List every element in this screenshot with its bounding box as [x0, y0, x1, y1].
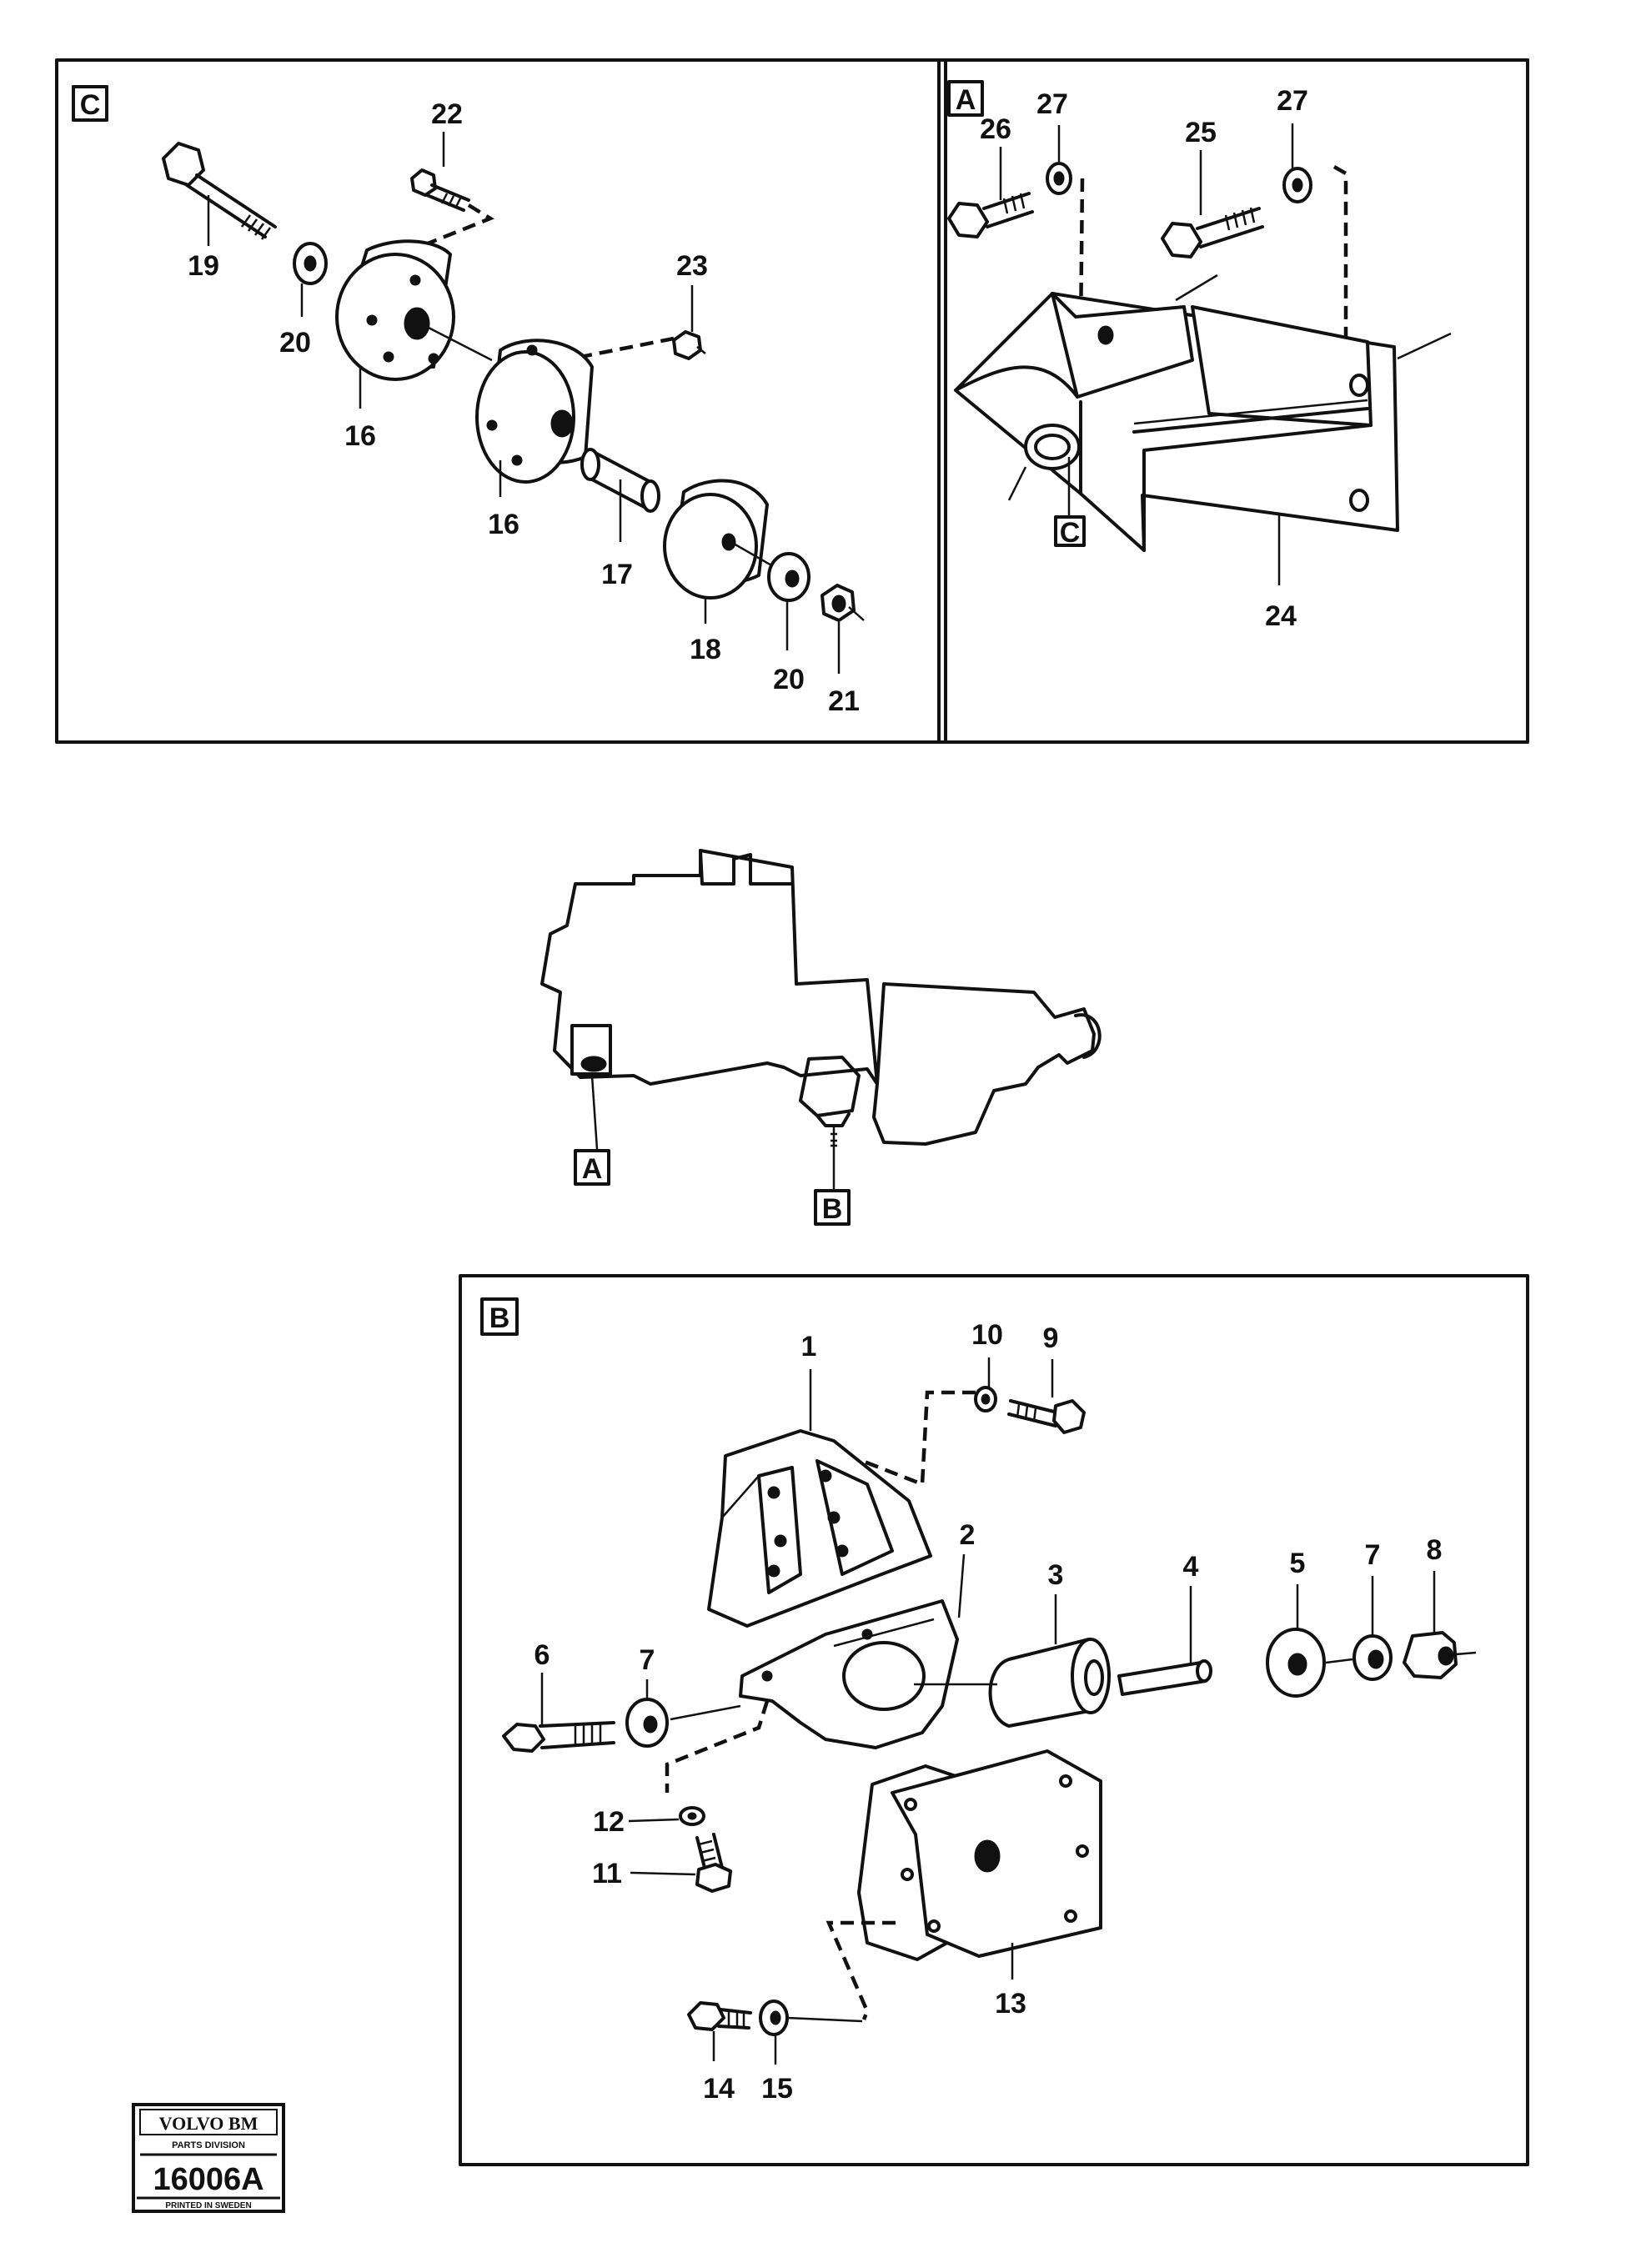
washer-15 — [759, 2000, 789, 2036]
logo-number: 16006A — [153, 2162, 263, 2197]
volvo-bm-logo: VOLVO BM PARTS DIVISION 16006A PRINTED I… — [132, 2103, 285, 2213]
axis-b3 — [1455, 1651, 1477, 1656]
nut-23 — [672, 330, 706, 360]
callout-21: 21 — [828, 685, 860, 717]
overview-b-label: B — [822, 1193, 843, 1225]
callout-27a: 27 — [1036, 88, 1068, 120]
logo-division: PARTS DIVISION — [172, 2140, 245, 2150]
panel-a-sub-box — [1054, 515, 1086, 547]
logo-brand: VOLVO BM — [159, 2113, 258, 2134]
callout-3: 3 — [1048, 1559, 1064, 1591]
washer-27-right — [1282, 167, 1312, 203]
screw-9 — [1007, 1399, 1086, 1434]
callout-15: 15 — [761, 2073, 793, 2105]
screw-11 — [695, 1833, 732, 1893]
callout-17: 17 — [601, 559, 633, 590]
leader-overview-a — [590, 1075, 599, 1150]
bolt-25 — [1161, 207, 1264, 258]
panel-a: A — [937, 58, 1529, 744]
callout-23: 23 — [676, 250, 708, 282]
callout-20b: 20 — [773, 664, 805, 695]
callout-25: 25 — [1185, 117, 1217, 148]
callout-6: 6 — [534, 1639, 550, 1671]
callout-14: 14 — [703, 2073, 735, 2105]
rubber-mount-16-lower — [475, 339, 594, 484]
callout-10: 10 — [971, 1319, 1003, 1351]
callout-13: 13 — [995, 1988, 1026, 2020]
callout-20: 20 — [279, 327, 311, 359]
panel-c: C — [55, 58, 947, 744]
panel-c-frame — [55, 58, 947, 744]
bolt-6 — [502, 1721, 615, 1753]
washer-20-lower — [767, 552, 810, 602]
washer-27-left — [1046, 162, 1072, 195]
cushion-18 — [663, 479, 769, 600]
callout-5: 5 — [1290, 1548, 1306, 1579]
nut-8 — [1403, 1631, 1458, 1679]
panel-c-label-box — [72, 85, 108, 122]
panel-b-label-box — [480, 1297, 519, 1336]
callout-22: 22 — [431, 98, 463, 130]
panel-c-label: C — [80, 89, 101, 121]
axis-line-c1 — [426, 325, 493, 362]
axis-b2 — [1325, 1658, 1353, 1664]
bracket-2 — [739, 1599, 959, 1749]
callout-9: 9 — [1043, 1322, 1059, 1354]
axis-b5 — [786, 2016, 863, 2023]
overview-a-label: A — [582, 1153, 603, 1185]
callout-26: 26 — [980, 113, 1011, 145]
screw-14 — [687, 2001, 752, 2031]
callout-12: 12 — [593, 1806, 625, 1838]
callout-19: 19 — [188, 250, 219, 282]
screw-9-leader — [861, 1390, 976, 1488]
panel-a-frame — [937, 58, 1529, 744]
bolt-22 — [410, 168, 470, 212]
bolt-19 — [162, 142, 277, 240]
overview-a-box — [574, 1149, 610, 1186]
washer-12 — [679, 1806, 705, 1826]
overview: A B — [540, 849, 1102, 1226]
washer-10 — [974, 1386, 997, 1412]
overview-b-box — [814, 1189, 851, 1226]
callout-27b: 27 — [1277, 85, 1308, 117]
leader-11 — [630, 1871, 696, 1876]
rubber-mount-16-upper — [335, 239, 455, 381]
nut-21 — [821, 584, 865, 622]
panel-a-sub-label: C — [1060, 517, 1081, 549]
panel-a-label: A — [956, 84, 976, 116]
washer-5 — [1266, 1628, 1326, 1698]
callout-8: 8 — [1427, 1534, 1443, 1566]
callout-7r: 7 — [1365, 1539, 1381, 1571]
leader-12 — [628, 1818, 680, 1823]
panel-b: B — [459, 1274, 1529, 2166]
callout-16a: 16 — [344, 420, 376, 452]
logo-footer: PRINTED IN SWEDEN — [165, 2201, 251, 2210]
screw-14-leader — [826, 1920, 896, 2020]
washer-7-left — [625, 1698, 669, 1748]
mount-13 — [857, 1749, 1102, 1961]
callout-16b: 16 — [488, 509, 519, 540]
callout-7l: 7 — [640, 1644, 655, 1676]
callout-11: 11 — [592, 1858, 622, 1889]
engine-transmission-assembly — [540, 849, 1102, 1151]
axis-b4 — [670, 1704, 741, 1721]
panel-b-frame — [459, 1274, 1529, 2166]
callout-24: 24 — [1265, 600, 1297, 632]
leader-2 — [957, 1553, 966, 1618]
washer-20-top — [293, 242, 328, 285]
bracket-24 — [954, 273, 1452, 552]
bolt-26 — [947, 192, 1034, 238]
panel-a-label-box — [947, 80, 984, 117]
callout-1: 1 — [801, 1331, 817, 1362]
sleeve-4 — [1117, 1659, 1212, 1696]
callout-4: 4 — [1183, 1551, 1199, 1583]
washer-7-right — [1352, 1634, 1393, 1681]
callout-2: 2 — [960, 1519, 976, 1551]
bracket-1 — [707, 1429, 932, 1628]
callout-18: 18 — [690, 634, 721, 665]
bushing-3 — [988, 1638, 1111, 1728]
panel-b-label: B — [489, 1302, 510, 1334]
screw-11-leader — [665, 1700, 770, 1793]
